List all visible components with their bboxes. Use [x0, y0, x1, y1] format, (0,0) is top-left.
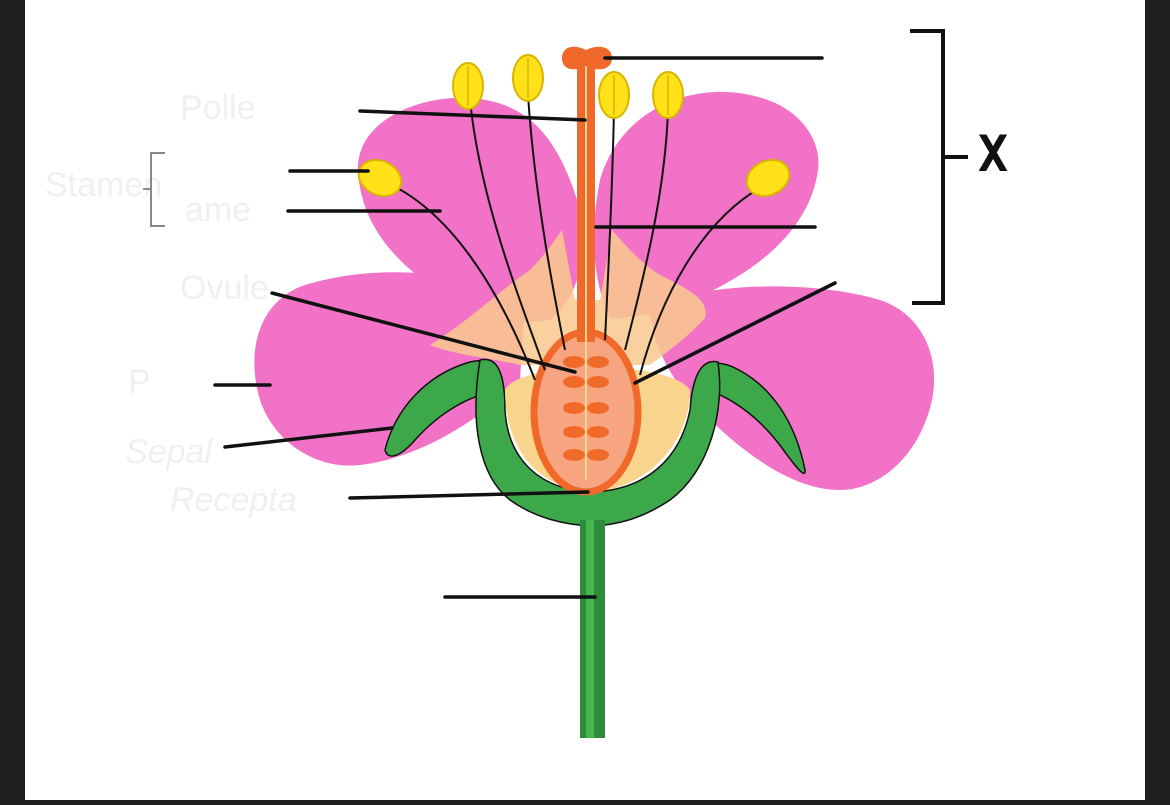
- stamen-bracket: [143, 152, 165, 227]
- leader-line-pollen: [358, 109, 587, 122]
- ovule: [587, 449, 609, 461]
- filament: [639, 184, 766, 376]
- ovule: [587, 376, 609, 388]
- petal-left: [254, 272, 525, 466]
- ovules: [563, 356, 609, 461]
- filament: [469, 99, 546, 371]
- faint-label-ovule: Ovule: [180, 269, 269, 307]
- anther: [357, 159, 403, 197]
- petals: [254, 91, 935, 490]
- stem-highlight: [586, 520, 594, 738]
- ovule: [587, 426, 609, 438]
- anther: [745, 159, 791, 197]
- leader-line-sepal: [223, 426, 394, 449]
- petal-upper-left: [357, 97, 584, 322]
- faint-label-stamen: Stamen: [45, 166, 163, 204]
- carpel-bracket: [910, 29, 968, 305]
- ovule: [587, 356, 609, 368]
- filament: [527, 94, 566, 351]
- filament: [604, 109, 615, 341]
- ovule: [563, 449, 585, 461]
- ovule: [587, 402, 609, 414]
- leader-line-ovule: [270, 291, 577, 374]
- faint-label-sepal: Sepal: [125, 433, 212, 471]
- anthers: [357, 54, 791, 197]
- leader-lines: [213, 56, 837, 599]
- ovule: [563, 426, 585, 438]
- filaments: [384, 94, 766, 381]
- filament: [624, 109, 669, 351]
- ovule: [563, 376, 585, 388]
- faint-label-receptacle: Recepta: [170, 481, 297, 519]
- petal-right: [650, 286, 935, 490]
- ovule: [563, 402, 585, 414]
- faint-label-filament: ame: [185, 191, 252, 229]
- leader-line-receptacle: [348, 490, 590, 500]
- ovule: [563, 356, 585, 368]
- faint-label-pollen: Polle: [180, 89, 256, 127]
- filament: [384, 181, 536, 381]
- leader-line-ovary: [633, 281, 837, 385]
- receptacle: [475, 358, 721, 527]
- bracket-x-label: X: [978, 125, 1009, 183]
- anther-grooves: [467, 58, 669, 115]
- faint-label-petal: P: [128, 363, 151, 401]
- petal-upper-right: [594, 91, 819, 319]
- stigma: [562, 46, 612, 70]
- petal-glow: [430, 230, 706, 365]
